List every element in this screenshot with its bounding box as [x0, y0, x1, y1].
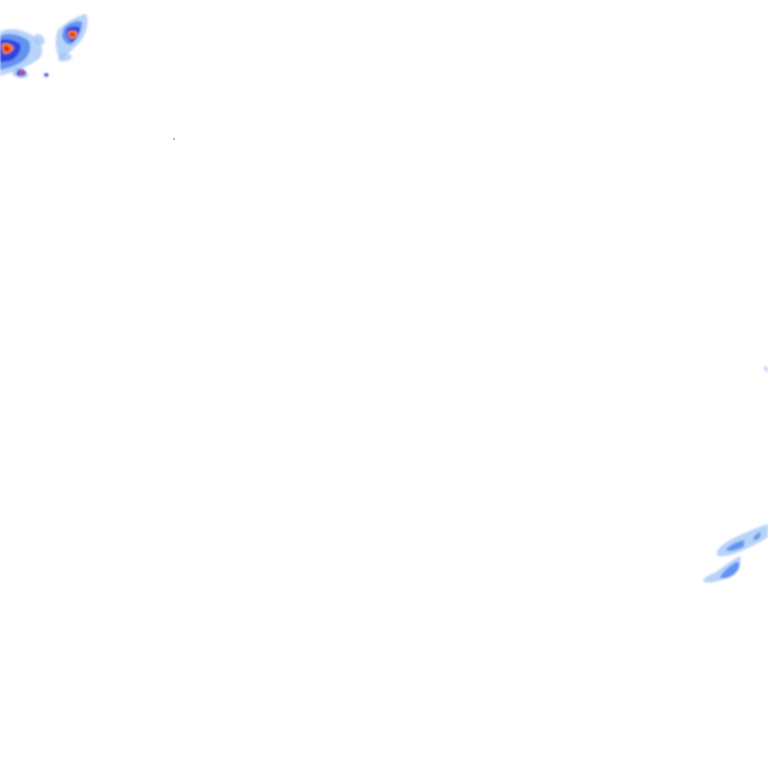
- echo-light: [34, 34, 45, 45]
- echo-low: [726, 540, 744, 551]
- echo-light: [703, 556, 741, 583]
- precip-cluster-northwest: [0, 14, 88, 79]
- echo-low: [753, 532, 761, 540]
- echo-extreme: [70, 32, 75, 37]
- echo-light: [58, 53, 72, 62]
- echo-extreme: [20, 71, 24, 75]
- echo-speck: [173, 138, 175, 140]
- precip-cluster-southeast: [703, 366, 768, 583]
- echo-light: [716, 524, 768, 557]
- echo-extreme: [4, 45, 10, 52]
- echo-light: [764, 366, 768, 372]
- echo-medium: [44, 73, 49, 77]
- echo-low: [720, 562, 740, 579]
